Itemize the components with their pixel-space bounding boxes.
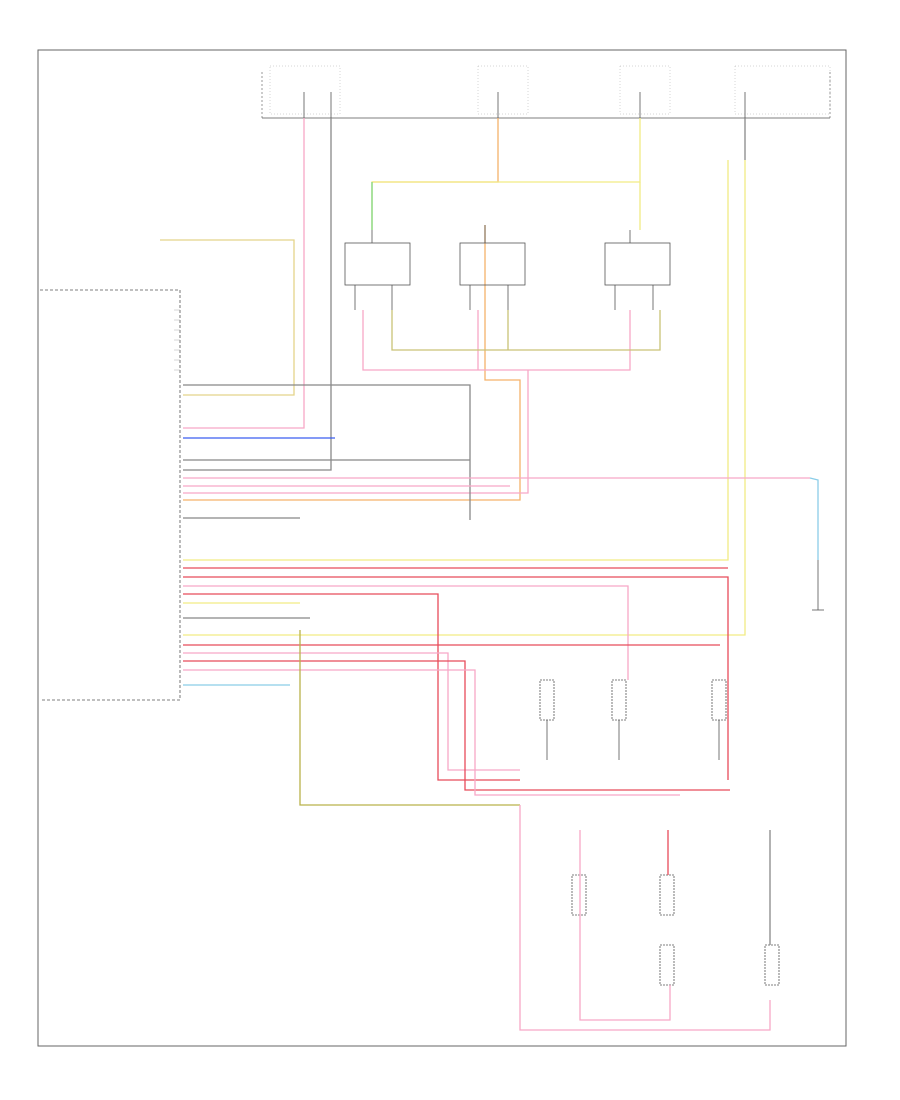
wire-pink-mid-left (362, 310, 631, 371)
middle-switch-center (459, 225, 526, 310)
fuse-box-1 (269, 65, 341, 118)
wire-orange-branch (372, 150, 499, 183)
wire-pink-row5 (183, 585, 629, 680)
wire-pink-row6 (183, 652, 520, 771)
wire-red-row2 (183, 576, 729, 780)
wire-pink-mid-down (183, 370, 529, 494)
bottom-switch-center-right (711, 679, 727, 760)
wire-olive-left (160, 239, 295, 396)
fuse-box-3 (619, 65, 671, 118)
wire-lightblue-right (809, 477, 819, 560)
fuse-box-4 (734, 65, 831, 118)
middle-switch-left (344, 230, 411, 310)
wire-pink-fuse1 (183, 118, 305, 429)
wire-pink-row7 (183, 669, 680, 796)
bottom-switch-right (571, 874, 780, 986)
wire-red-row3 (183, 593, 520, 781)
wire-olive-mid (391, 310, 661, 351)
wire-pink-seat (579, 830, 671, 1021)
control-module (40, 289, 181, 701)
wire-black-row1 (183, 384, 471, 520)
wire-yellow-fuse4 (183, 160, 729, 561)
bottom-switch-left (539, 679, 555, 760)
fuse-box-2 (477, 65, 529, 118)
wire-yellow-fuse3 (371, 118, 641, 230)
module-pins (174, 309, 180, 371)
wire-olive-low (299, 630, 520, 806)
middle-switch-right (604, 230, 671, 310)
top-fuse-strip (261, 65, 831, 119)
bottom-switch-center-left (611, 679, 627, 760)
right-ground (812, 560, 824, 611)
wire-red-row5 (183, 660, 730, 791)
wire-pink-low (519, 805, 771, 1031)
wire-orange-down (183, 225, 521, 501)
wire-black-fuse1 (183, 118, 332, 471)
diagram-frame (37, 49, 847, 1047)
wire-yellow-fuse4b (183, 160, 746, 636)
